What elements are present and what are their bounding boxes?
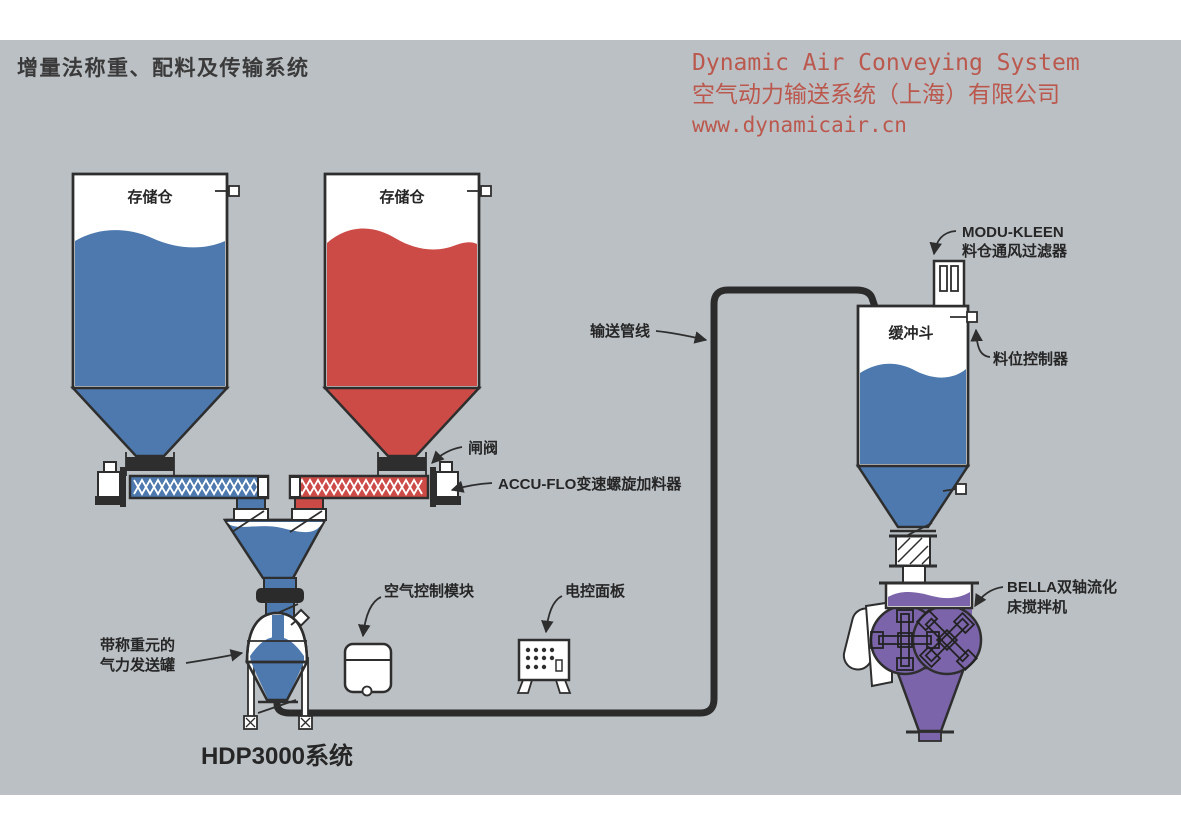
feeder-motor-right (430, 461, 461, 507)
air-control-module (343, 642, 393, 697)
filter-label-line2: 料仓通风过滤器 (962, 242, 1068, 260)
leader-control-panel (541, 595, 563, 634)
storage-silo-right: 存储仓 (322, 172, 492, 458)
leader-transporter (185, 649, 244, 664)
filter-label-line1: MODU-KLEEN (962, 224, 1064, 241)
buffer-cone (855, 464, 971, 529)
gate-valve-right (377, 452, 427, 476)
air-module-label: 空气控制模块 (384, 582, 475, 600)
load-cell-icon (243, 715, 258, 730)
rotary-feed-section (889, 522, 937, 584)
leader-pipeline (655, 330, 708, 344)
transporter-label-line2: 气力发送罐 (99, 656, 175, 674)
silo-left-material-fill (75, 230, 225, 386)
leader-screw-feeder (450, 480, 493, 493)
silo-right-cone (322, 386, 482, 458)
screw-feeder-left (95, 461, 270, 515)
feeder-motor-left (95, 461, 126, 507)
mixer-cone (894, 666, 966, 733)
diagram-canvas: 增量法称重、配料及传输系统 Dynamic Air Conveying Syst… (0, 40, 1181, 795)
level-sensor-icon (480, 185, 492, 197)
mixer-paddle-x (916, 609, 978, 671)
mixer-label-line1: BELLA双轴流化 (1007, 578, 1117, 596)
electrical-control-panel (516, 638, 572, 694)
process-diagram: 存储仓 存储仓 (70, 172, 1117, 770)
level-sensor-icon (966, 311, 978, 323)
company-name-cn: 空气动力输送系统（上海）有限公司 (692, 81, 1060, 108)
panel-indicator-lights (525, 647, 555, 670)
flexible-bellows (256, 588, 304, 603)
leader-mixer (974, 586, 1004, 608)
page-title: 增量法称重、配料及传输系统 (17, 57, 310, 80)
company-header: Dynamic Air Conveying System 空气动力输送系统（上海… (692, 48, 1080, 140)
leader-air-module (357, 596, 382, 638)
weigh-funnel (222, 508, 328, 622)
level-controller-label: 料位控制器 (993, 350, 1069, 368)
silo-right-material-fill (327, 228, 477, 386)
bin-vent-filter (932, 259, 966, 308)
buffer-material-fill (860, 363, 966, 464)
silo-right-label: 存储仓 (379, 188, 425, 206)
pipeline-label: 输送管线 (590, 322, 650, 340)
storage-silo-left: 存储仓 (70, 172, 240, 458)
screw-feeder-label: ACCU-FLO变速螺旋加料器 (498, 475, 682, 493)
funnel-material-wave (227, 522, 323, 533)
buffer-hopper-label: 缓冲斗 (888, 324, 933, 342)
transporter-label-line1: 带称重元的 (100, 636, 175, 654)
gate-valve-label: 闸阀 (468, 439, 498, 457)
silo-left-cone (70, 386, 230, 458)
screw-feeder-right (288, 461, 461, 515)
silo-left-label: 存储仓 (127, 188, 173, 206)
leader-gate-valve (431, 446, 463, 464)
leader-level-controller (970, 328, 991, 358)
conveying-pipe (273, 286, 879, 717)
company-name-en: Dynamic Air Conveying System (692, 50, 1080, 76)
slide-gate-left (231, 508, 269, 533)
level-sensor-icon (955, 483, 967, 495)
load-cell-icon (298, 715, 313, 730)
system-name-label: HDP3000系统 (201, 742, 353, 770)
transporter-material-fill (250, 637, 304, 699)
mixer-material-wave (888, 591, 970, 606)
vent-valve-icon (291, 608, 311, 627)
level-sensor-icon (228, 185, 240, 197)
pneumatic-transporter (243, 608, 313, 730)
buffer-hopper: 缓冲斗 (855, 304, 978, 529)
bella-mixer (842, 581, 983, 742)
slide-gate-right (289, 508, 327, 533)
control-panel-label: 电控面板 (565, 582, 626, 600)
mixer-label-line2: 床搅拌机 (1007, 598, 1067, 616)
company-website[interactable]: www.dynamicair.cn (692, 113, 907, 138)
panel-switch-icon (555, 659, 563, 672)
leader-filter (929, 230, 957, 256)
